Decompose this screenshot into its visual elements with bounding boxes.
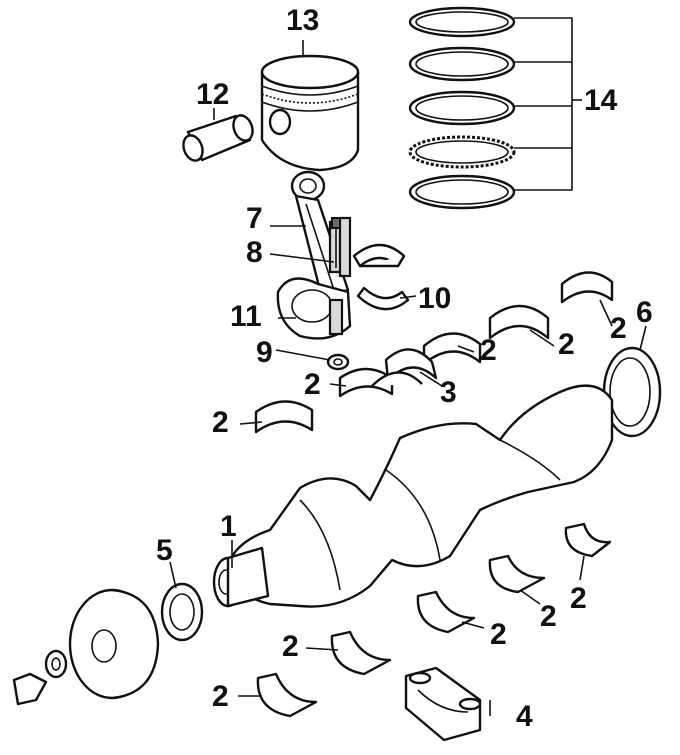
- label-4: 4: [516, 700, 533, 733]
- label-5: 5: [156, 534, 173, 567]
- leader-lines: [169, 40, 647, 716]
- piston-pin: [182, 114, 254, 162]
- label-8: 8: [246, 236, 263, 269]
- label-11: 11: [230, 300, 262, 333]
- label-2: 2: [480, 334, 497, 367]
- label-2: 2: [558, 328, 575, 361]
- label-2: 2: [570, 582, 587, 615]
- label-14: 14: [584, 84, 618, 117]
- label-2: 2: [282, 630, 299, 663]
- crank-pulley: [68, 588, 160, 700]
- label-9: 9: [256, 336, 273, 369]
- main-bearing-shells-upper: [254, 271, 614, 434]
- label-3: 3: [440, 376, 457, 409]
- pulley-bolt: [12, 649, 68, 706]
- callout-labels: 13 12 14 7 8 10 11 9 6 3 1 5 4 2 2 2 2 2…: [156, 4, 653, 733]
- label-2: 2: [610, 312, 627, 345]
- rod-bolt: [331, 217, 341, 268]
- label-2: 2: [304, 368, 321, 401]
- rear-main-seal: [602, 346, 662, 438]
- piston-rings: [408, 6, 516, 210]
- label-13: 13: [286, 4, 319, 37]
- label-1: 1: [220, 510, 237, 543]
- label-6: 6: [636, 296, 653, 329]
- label-10: 10: [418, 282, 451, 315]
- piston: [260, 54, 360, 172]
- label-7: 7: [246, 202, 263, 235]
- thrust-bearing: [371, 348, 438, 387]
- main-bearing-shells-lower: [256, 522, 612, 718]
- label-2: 2: [540, 600, 557, 633]
- front-main-seal: [160, 582, 204, 642]
- crankshaft: [212, 384, 614, 608]
- rod-bearing-shells: [352, 243, 410, 311]
- label-12: 12: [196, 78, 229, 111]
- rod-cap: [276, 277, 352, 340]
- piston-rings-leader: [514, 17, 582, 191]
- label-2: 2: [212, 406, 229, 439]
- label-2: 2: [490, 618, 507, 651]
- label-2: 2: [212, 680, 229, 713]
- rod-nut: [326, 353, 350, 371]
- main-bearing-cap: [404, 666, 482, 742]
